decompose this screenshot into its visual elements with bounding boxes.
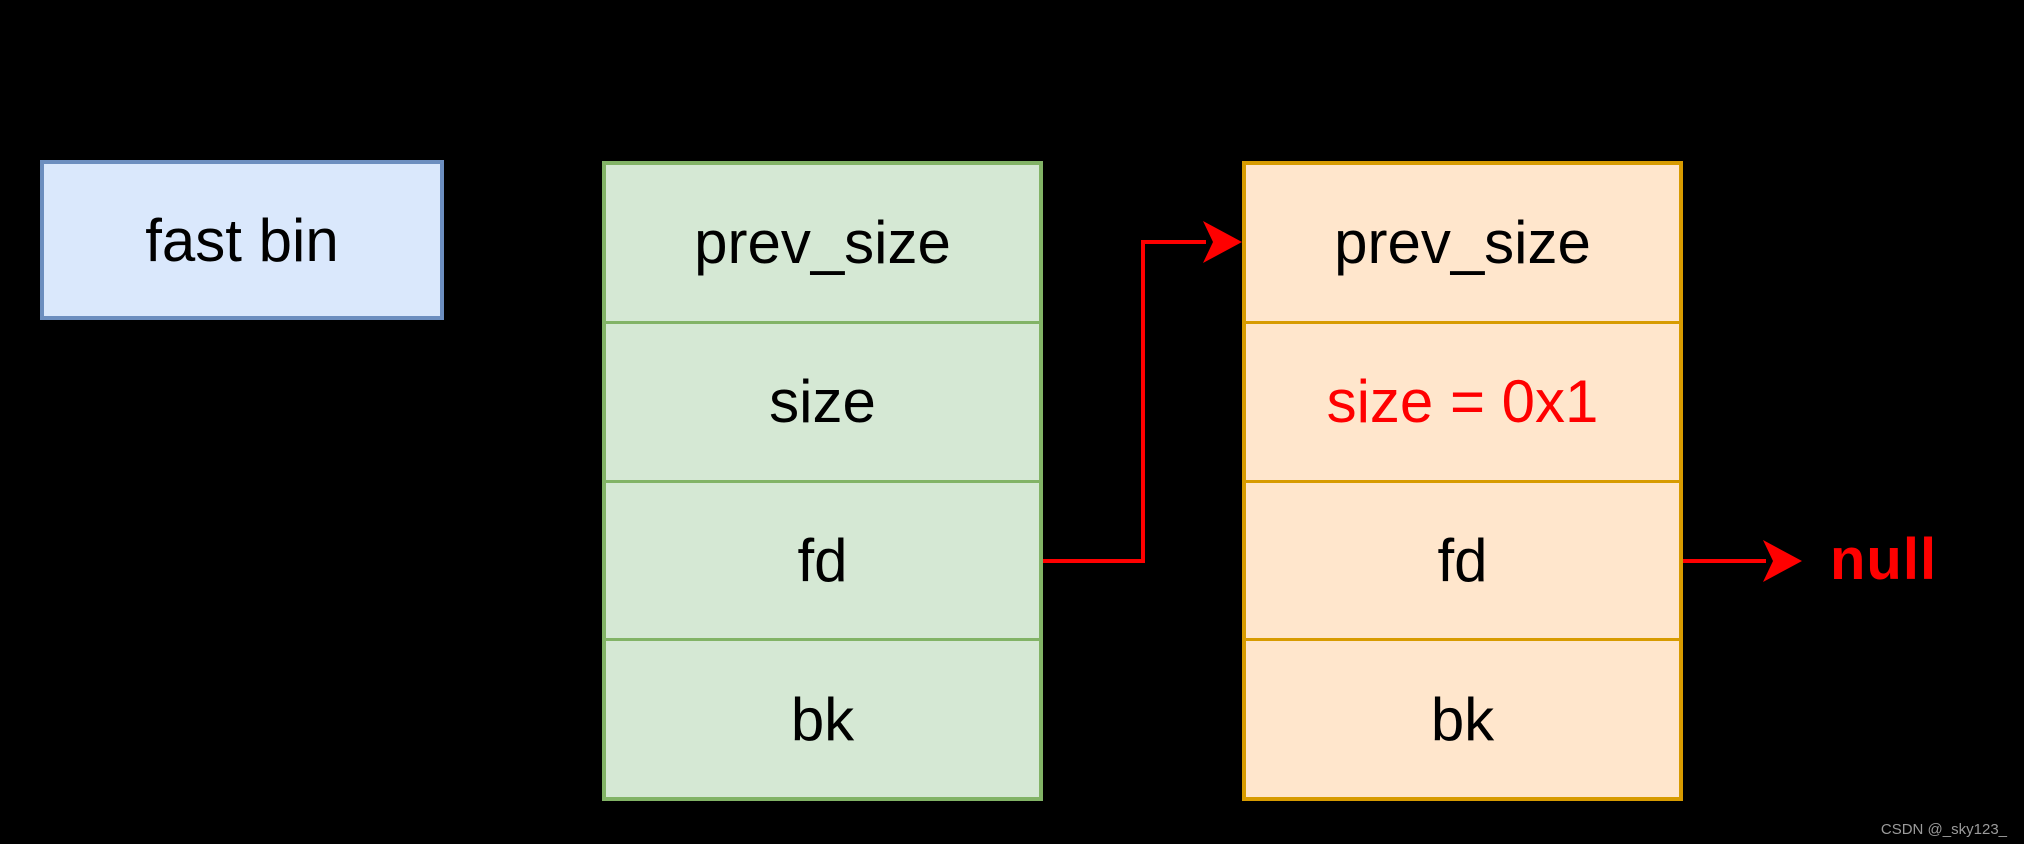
arrowhead-icon [1763, 540, 1802, 582]
null-label: null [1830, 527, 1938, 593]
fastbin-label: fast bin [145, 206, 339, 274]
row-label: size [769, 368, 876, 436]
chunk-orange-row-fd: fd [1246, 479, 1679, 639]
row-label: prev_size [694, 209, 951, 277]
row-label: fd [1437, 526, 1488, 594]
chunk-orange-row-prev-size: prev_size [1246, 165, 1679, 321]
row-label: prev_size [1334, 209, 1591, 277]
arrow-green-fd-to-orange-chunk [1043, 240, 1206, 563]
chunk-green: prev_size size fd bk [602, 161, 1043, 801]
chunk-green-row-prev-size: prev_size [606, 165, 1039, 321]
chunk-green-row-fd: fd [606, 479, 1039, 639]
watermark-text: CSDN @_sky123_ [1880, 821, 2007, 838]
arrowhead-icon [1203, 221, 1242, 263]
row-label: bk [1430, 685, 1495, 753]
chunk-orange: prev_size size = 0x1 fd bk [1242, 161, 1683, 801]
chunk-green-row-bk: bk [606, 638, 1039, 797]
fastbin-node: fast bin [40, 160, 444, 320]
chunk-orange-row-bk: bk [1246, 638, 1679, 797]
row-label: bk [790, 685, 855, 753]
row-label-highlighted: size = 0x1 [1326, 368, 1599, 436]
chunk-orange-row-size-0x1: size = 0x1 [1246, 320, 1679, 480]
row-label: fd [797, 526, 848, 594]
chunk-green-row-size: size [606, 320, 1039, 480]
